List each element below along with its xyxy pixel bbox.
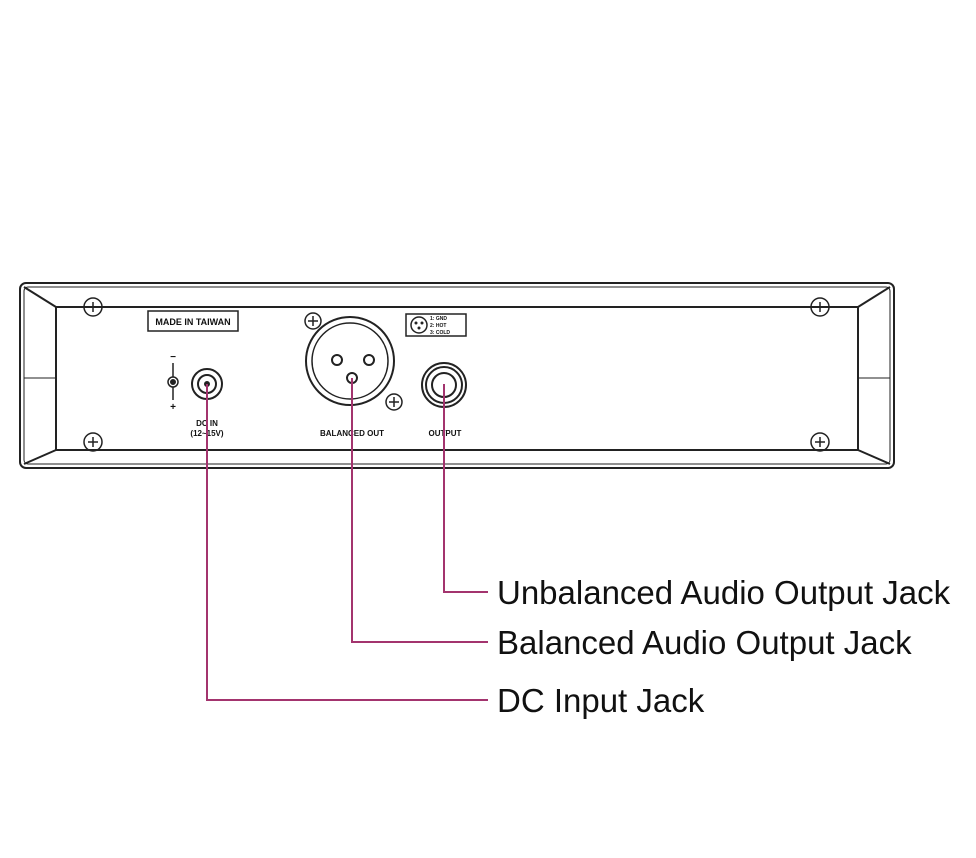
callout-line-unbalanced (443, 384, 488, 593)
callout-line-balanced (351, 378, 488, 643)
callout-line-dc (206, 384, 488, 701)
made-in-label: MADE IN TAIWAN (155, 317, 230, 327)
xlr-output-jack (305, 316, 395, 406)
chassis-outline (19, 282, 895, 469)
callout-label-balanced: Balanced Audio Output Jack (497, 624, 912, 661)
screw-icon (83, 297, 830, 452)
polarity-plus: + (170, 402, 176, 413)
pin2-label: 2: HOT (430, 323, 446, 329)
callout-lines (206, 378, 488, 701)
made-in-label-box (147, 310, 239, 332)
callout-label-dc: DC Input Jack (497, 682, 705, 719)
pin1-label: 1: GND (430, 316, 447, 322)
output-label: OUTPUT (429, 429, 462, 438)
polarity-minus: − (170, 352, 176, 363)
xlr-pinout-legend: 1: GND 2: HOT 3: COLD (405, 313, 467, 337)
pin3-label: 3: COLD (430, 330, 450, 336)
polarity-icon (167, 363, 179, 400)
callout-label-unbalanced: Unbalanced Audio Output Jack (497, 574, 951, 611)
